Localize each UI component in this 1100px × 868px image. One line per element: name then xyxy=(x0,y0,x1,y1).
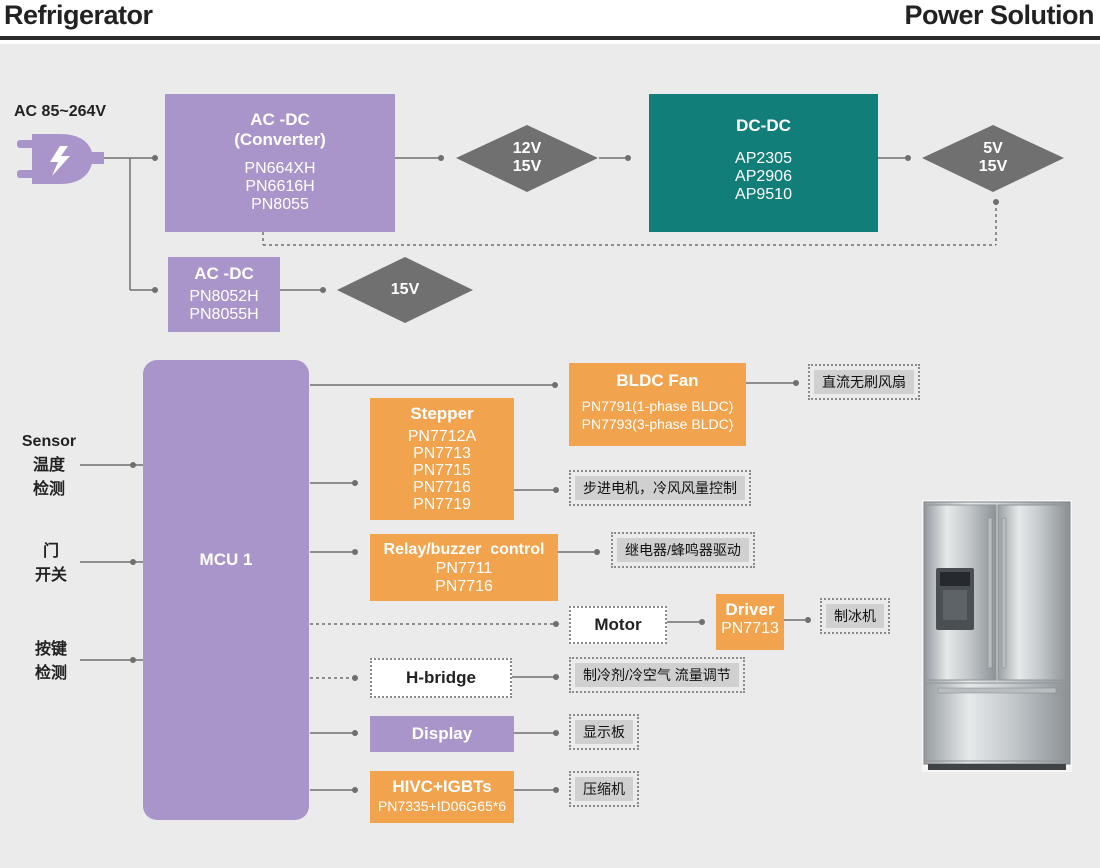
dcdc-part: AP2305 xyxy=(735,150,792,167)
stepper-block: Stepper PN7712A PN7713 PN7715 PN7716 PN7… xyxy=(370,398,514,520)
hivc-note: 压缩机 xyxy=(569,771,639,807)
acdc-small-block: AC -DC PN8052H PN8055H xyxy=(168,257,280,332)
diamond-5v-label: 5V xyxy=(983,140,1003,157)
display-label: Display xyxy=(411,724,473,743)
diamond-15v-shape xyxy=(337,257,473,323)
stepper-part: PN7713 xyxy=(413,445,471,462)
power-plug-icon xyxy=(17,134,104,184)
stepper-note: 步进电机，冷风风量控制 xyxy=(569,470,751,506)
acdc-converter-subtitle: (Converter) xyxy=(234,130,326,149)
stepper-part: PN7715 xyxy=(413,462,471,479)
relay-part: PN7711 xyxy=(435,560,493,577)
acdc-converter-part: PN664XH xyxy=(244,160,316,177)
driver-part: PN7713 xyxy=(721,620,779,637)
stepper-part: PN7716 xyxy=(413,479,471,496)
driver-block: Driver PN7713 xyxy=(716,594,784,650)
hivc-title: HIVC+IGBTs xyxy=(392,777,492,796)
bldc-fan-title: BLDC Fan xyxy=(616,371,699,390)
driver-title: Driver xyxy=(725,600,775,619)
hivc-part: PN7335+ID06G65*6 xyxy=(377,798,507,814)
stepper-part: PN7719 xyxy=(413,496,471,513)
diamond-5v-15v-shape xyxy=(922,125,1064,192)
motor-note: 制冰机 xyxy=(820,598,890,634)
diamond-15v-label: 15V xyxy=(512,158,542,175)
hivc-block: HIVC+IGBTs PN7335+ID06G65*6 xyxy=(370,771,514,823)
dcdc-block: DC-DC AP2305 AP2906 AP9510 xyxy=(649,94,878,232)
acdc-small-part: PN8055H xyxy=(189,306,259,323)
bldc-fan-part: PN7793(3-phase BLDC) xyxy=(581,416,734,432)
acdc-converter-title: AC -DC xyxy=(250,110,310,129)
bldc-fan-block: BLDC Fan PN7791(1-phase BLDC) PN7793(3-p… xyxy=(569,363,746,446)
dcdc-title: DC-DC xyxy=(736,116,791,135)
page-subtitle: Power Solution xyxy=(904,0,1094,30)
diamond-15v: 15V xyxy=(390,281,420,298)
bldc-fan-part: PN7791(1-phase BLDC) xyxy=(581,398,734,414)
header-divider xyxy=(0,36,1100,40)
acdc-small-part: PN8052H xyxy=(189,288,259,305)
button-input-label: 按键 检测 xyxy=(34,641,67,682)
relay-part: PN7716 xyxy=(435,578,493,595)
hbridge-block: H-bridge xyxy=(370,658,512,698)
relay-block: Relay/buzzer control PN7711 PN7716 xyxy=(370,534,558,601)
dcdc-part: AP9510 xyxy=(735,186,792,203)
input-voltage-label: AC 85~264V xyxy=(14,103,107,120)
acdc-converter-part: PN8055 xyxy=(251,196,309,213)
diamond-12v-label: 12V xyxy=(512,140,542,157)
mcu-block: MCU 1 xyxy=(143,360,309,820)
acdc-small-title: AC -DC xyxy=(194,264,254,283)
diamond-12v-15v-shape xyxy=(456,125,598,192)
sensor-input-label: Sensor 温度 检测 xyxy=(21,433,77,498)
bldc-fan-note: 直流无刷风扇 xyxy=(808,364,920,400)
header: Refrigerator Power Solution xyxy=(0,0,1100,44)
relay-title: Relay/buzzer control xyxy=(383,541,545,558)
diamond-5v-15v: 5V 15V xyxy=(963,140,1023,176)
dcdc-part: AP2906 xyxy=(735,168,792,185)
display-note: 显示板 xyxy=(569,714,639,750)
display-block: Display xyxy=(370,716,514,752)
page-title: Refrigerator xyxy=(4,0,153,30)
relay-note: 继电器/蜂鸣器驱动 xyxy=(611,532,755,568)
stepper-part: PN7712A xyxy=(407,428,477,445)
diamond-15v-label-2: 15V xyxy=(978,158,1008,175)
acdc-converter-block: AC -DC (Converter) PN664XH PN6616H PN805… xyxy=(165,94,395,232)
refrigerator-image xyxy=(922,500,1072,772)
hbridge-note: 制冷剂/冷空气 流量调节 xyxy=(569,657,745,693)
motor-block: Motor xyxy=(569,606,667,644)
door-input-label: 门 开关 xyxy=(34,543,67,584)
stepper-title: Stepper xyxy=(410,404,474,423)
diamond-12v-15v: 12V 15V xyxy=(497,140,557,176)
mcu-label: MCU 1 xyxy=(199,550,253,569)
acdc-converter-part: PN6616H xyxy=(245,178,315,195)
